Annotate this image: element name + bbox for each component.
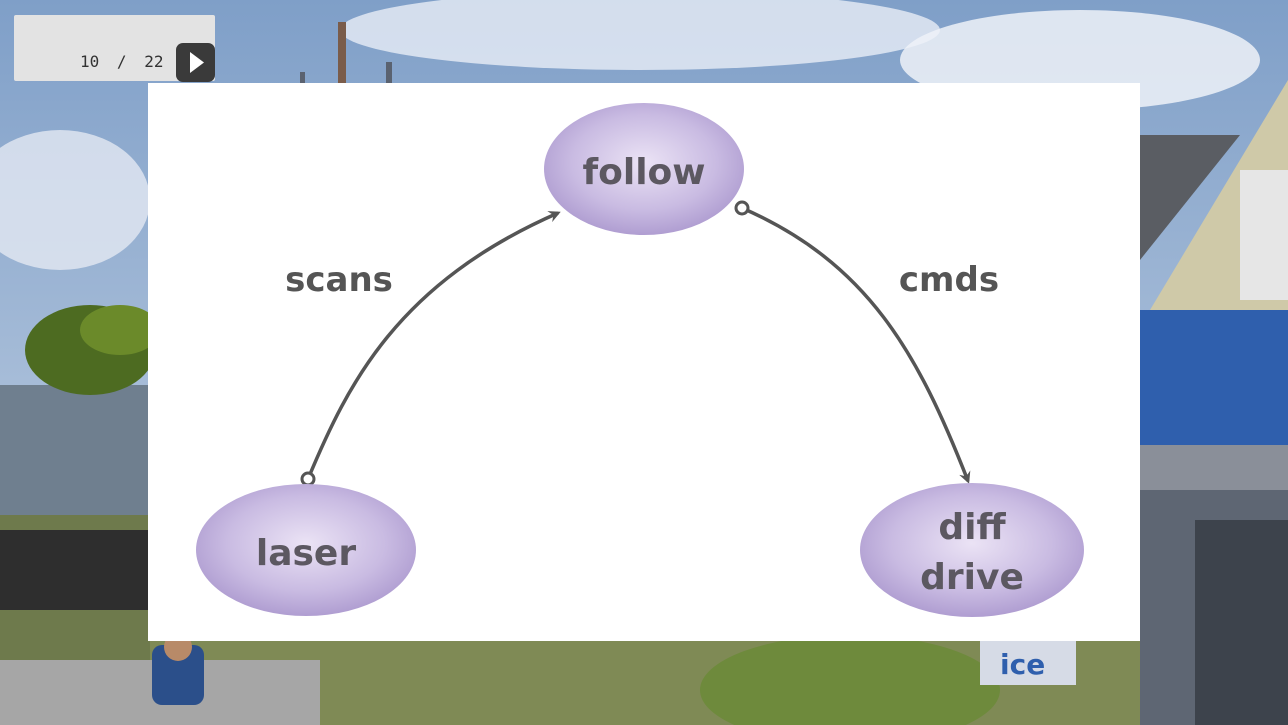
slide-pager: 10 / 22	[14, 15, 215, 82]
scans-edge-arrow	[306, 211, 561, 480]
current-slide-number: 10	[80, 52, 100, 71]
slide-separator: /	[116, 52, 127, 71]
scans-edge-origin	[300, 471, 316, 487]
next-slide-button[interactable]	[176, 43, 215, 82]
diff-drive-node: diff drive	[860, 483, 1084, 617]
follow-node: follow	[544, 103, 744, 235]
cmds-edge-arrow	[741, 206, 971, 484]
node-graph-diagram: follow laser diff drive scans cmds	[196, 103, 1084, 617]
laser-node-label: laser	[256, 533, 356, 574]
play-arrow-icon	[190, 52, 204, 73]
laser-node: laser	[196, 484, 416, 616]
cmds-edge-origin	[734, 200, 750, 216]
slide-counter: 10 / 22	[80, 52, 163, 71]
scans-edge-label: scans	[285, 260, 393, 300]
slide-panel: follow laser diff drive scans cmds	[148, 83, 1140, 641]
total-slide-count: 22	[144, 52, 164, 71]
cmds-edge-label: cmds	[899, 260, 999, 300]
svg-text:ice: ice	[1000, 648, 1045, 681]
diff-drive-node-label-line1: diff	[938, 507, 1006, 548]
diff-drive-node-label-line2: drive	[920, 557, 1024, 598]
follow-node-label: follow	[582, 152, 705, 193]
